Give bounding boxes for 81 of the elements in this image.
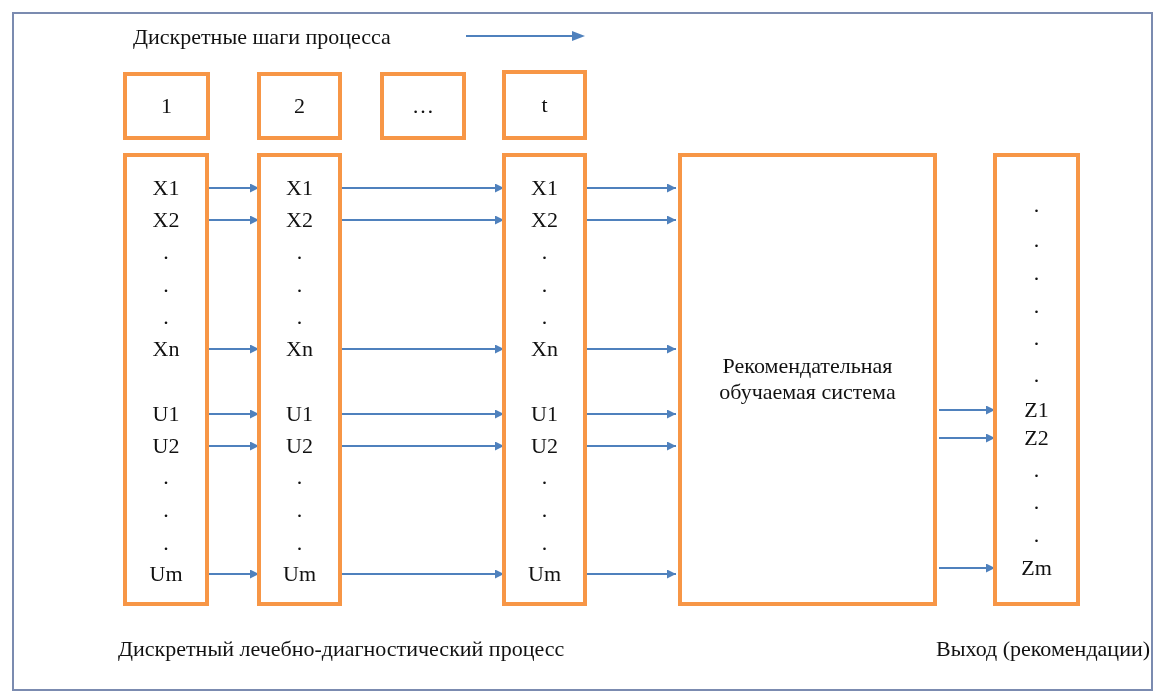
state-column [502,153,587,606]
variable-label: U2 [127,432,205,460]
ellipsis-dot: . [162,530,170,556]
ellipsis-dot: . [162,304,170,330]
variable-label: Z2 [997,424,1076,452]
ellipsis-dot: . [1032,325,1041,351]
step-box: … [380,72,466,140]
arrow [206,409,260,419]
arrow [339,441,505,451]
variable-label: Xn [506,335,583,363]
arrow [938,433,996,443]
step-box: t [502,70,587,140]
arrow [584,344,677,354]
ellipsis-dot: . [295,530,304,556]
arrow [206,569,260,579]
variable-label: Zm [997,554,1076,582]
ellipsis-dot: . [1032,522,1041,548]
variable-label: X2 [261,206,338,234]
state-column [257,153,342,606]
variable-label: X1 [127,174,205,202]
arrow [206,215,260,225]
ellipsis-dot: . [1032,192,1041,218]
variable-label: U1 [261,400,338,428]
arrow [938,405,996,415]
arrow [584,441,677,451]
arrow [938,563,996,573]
ellipsis-dot: . [1032,489,1041,515]
state-column [123,153,209,606]
ellipsis-dot: . [540,530,549,556]
variable-label: Um [506,560,583,588]
heading-text: Дискретные шаги процесса [133,24,392,50]
arrow [584,409,677,419]
step-box: 2 [257,72,342,140]
arrow [206,441,260,451]
variable-label: X2 [127,206,205,234]
variable-label: X1 [506,174,583,202]
variable-label: Z1 [997,396,1076,424]
caption-text: Дискретный лечебно-диагностический процесс [118,636,566,662]
arrow [206,183,260,193]
arrow [206,344,260,354]
arrow [339,215,505,225]
ellipsis-dot: . [1032,260,1041,286]
arrow [584,183,677,193]
ellipsis-dot: . [540,304,549,330]
ellipsis-dot: . [295,239,304,265]
step-box: 1 [123,72,210,140]
arrow [339,569,505,579]
variable-label: U1 [506,400,583,428]
variable-label: Xn [127,335,205,363]
ellipsis-dot: . [540,464,549,490]
ellipsis-dot: . [295,272,304,298]
arrow [584,569,677,579]
variable-label: U2 [261,432,338,460]
ellipsis-dot: . [540,272,549,298]
ellipsis-dot: . [295,464,304,490]
ellipsis-dot: . [162,272,170,298]
ellipsis-dot: . [1032,362,1041,388]
ellipsis-dot: . [295,497,304,523]
ellipsis-dot: . [162,497,170,523]
arrow [339,344,505,354]
ellipsis-dot: . [295,304,304,330]
variable-label: Um [261,560,338,588]
variable-label: U1 [127,400,205,428]
variable-label: X1 [261,174,338,202]
ellipsis-dot: . [1032,227,1041,253]
arrow [584,215,677,225]
variable-label: X2 [506,206,583,234]
variable-label: U2 [506,432,583,460]
output-column [993,153,1080,606]
system-box: Рекомендательная обучаемая система [678,153,937,606]
caption-text: Выход (рекомендации) [935,636,1150,662]
ellipsis-dot: . [162,239,170,265]
variable-label: Um [127,560,205,588]
variable-label: Xn [261,335,338,363]
arrow [339,183,505,193]
ellipsis-dot: . [540,497,549,523]
ellipsis-dot: . [162,464,170,490]
ellipsis-dot: . [1032,293,1041,319]
ellipsis-dot: . [540,239,549,265]
ellipsis-dot: . [1032,457,1041,483]
arrow [339,409,505,419]
